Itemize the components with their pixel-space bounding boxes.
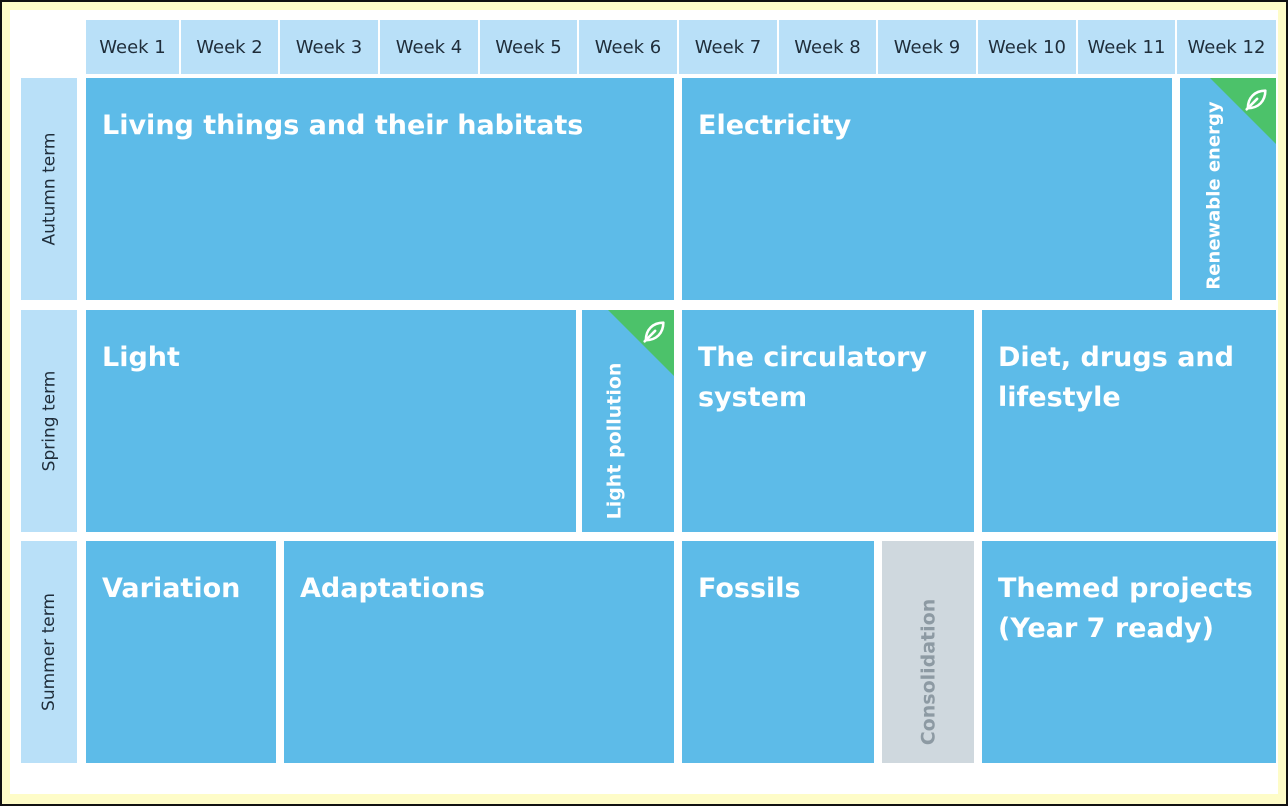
leaf-icon	[643, 321, 665, 343]
week-header-3: Week 3	[280, 20, 378, 74]
unit-adaptations: Adaptations	[284, 541, 674, 763]
week-header-9: Week 9	[878, 20, 976, 74]
unit-electricity: Electricity	[682, 78, 1172, 300]
unit-consolidation: Consolidation	[882, 541, 974, 763]
unit-renewable-energy: Renewable energy	[1180, 78, 1276, 300]
unit-title: Electricity	[698, 110, 852, 141]
unit-title: Fossils	[698, 573, 801, 604]
leaf-icon	[1245, 89, 1267, 111]
term-label-text: Autumn term	[39, 132, 59, 246]
unit-variation: Variation	[86, 541, 276, 763]
week-header-10: Week 10	[978, 20, 1076, 74]
week-header-11: Week 11	[1078, 20, 1175, 74]
sustainability-corner	[1210, 78, 1276, 144]
unit-themed-projects: Themed projects (Year 7 ready)	[982, 541, 1276, 763]
unit-title-vertical: Renewable energy	[1203, 100, 1225, 290]
week-header-12: Week 12	[1177, 20, 1276, 74]
week-header-7: Week 7	[679, 20, 777, 74]
term-label-text: Summer term	[39, 593, 60, 711]
term-label-summer: Summer term	[21, 541, 77, 763]
week-header-2: Week 2	[181, 20, 278, 74]
week-header-5: Week 5	[480, 20, 577, 74]
week-header-6: Week 6	[579, 20, 677, 74]
unit-title: Adaptations	[300, 573, 485, 604]
unit-living-things: Living things and their habitats	[86, 78, 674, 300]
unit-title: Light	[102, 342, 180, 373]
unit-fossils: Fossils	[682, 541, 874, 763]
unit-title-vertical: Consolidation	[917, 598, 940, 746]
unit-diet-drugs-lifestyle: Diet, drugs and lifestyle	[982, 310, 1276, 532]
unit-light: Light	[86, 310, 576, 532]
week-header-4: Week 4	[380, 20, 478, 74]
unit-title-vertical: Light pollution	[603, 362, 626, 520]
unit-title: Variation	[102, 573, 241, 604]
unit-title: Diet, drugs and lifestyle	[998, 342, 1234, 413]
unit-circulatory-system: The circulatory system	[682, 310, 974, 532]
unit-light-pollution: Light pollution	[582, 310, 674, 532]
term-label-spring: Spring term	[21, 310, 77, 532]
term-label-autumn: Autumn term	[21, 78, 77, 300]
term-label-text: Spring term	[39, 370, 60, 472]
week-header-8: Week 8	[779, 20, 876, 74]
unit-title: Themed projects (Year 7 ready)	[998, 573, 1253, 644]
week-header-1: Week 1	[86, 20, 179, 74]
curriculum-grid: Week 1 Week 2 Week 3 Week 4 Week 5 Week …	[10, 10, 1278, 794]
unit-title: The circulatory system	[698, 342, 927, 413]
unit-title: Living things and their habitats	[102, 110, 584, 141]
sustainability-corner	[608, 310, 674, 376]
